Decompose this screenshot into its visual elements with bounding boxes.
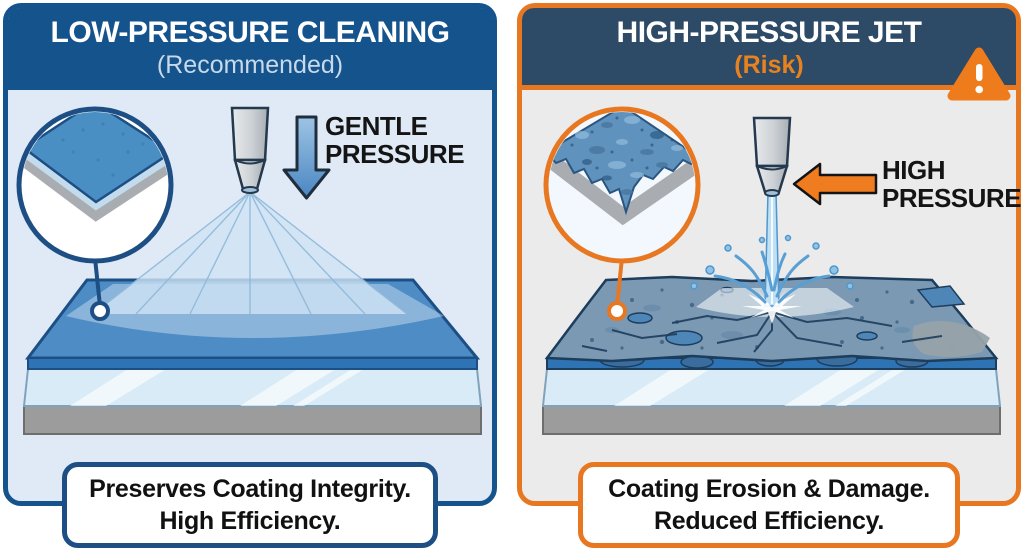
high-pressure-label: HIGH PRESSURE: [882, 155, 1022, 213]
high-pressure-line1: HIGH: [882, 155, 946, 185]
low-pressure-subtitle: (Recommended): [156, 51, 344, 79]
exclamation-triangle-icon: [947, 47, 1011, 101]
high-pressure-panel: HIGH-PRESSURE JET (Risk): [517, 3, 1022, 548]
inset-anchor-dot: [90, 301, 110, 321]
caption-line2: High Efficiency.: [159, 507, 341, 535]
caption-line2: Reduced Efficiency.: [653, 507, 885, 535]
caption-line1: Coating Erosion & Damage.: [608, 475, 930, 503]
gentle-pressure-label: GENTLE PRESSURE: [325, 111, 465, 169]
high-pressure-illustration: [541, 106, 1002, 435]
high-pressure-subtitle: (Risk): [734, 51, 804, 79]
nozzle-icon: [752, 116, 792, 197]
high-pressure-header: HIGH-PRESSURE JET (Risk): [522, 8, 1016, 90]
smooth-coating-magnifier: [16, 106, 174, 321]
high-pressure-caption: Coating Erosion & Damage. Reduced Effici…: [578, 462, 960, 548]
eroded-gray-patch: [912, 320, 990, 358]
cracks: [581, 311, 943, 353]
low-pressure-illustration: [16, 106, 483, 435]
gentle-pressure-line1: GENTLE: [325, 111, 428, 141]
low-pressure-header: LOW-PRESSURE CLEANING (Recommended): [8, 8, 492, 90]
caption-line1: Preserves Coating Integrity.: [89, 475, 411, 503]
low-pressure-title: LOW-PRESSURE CLEANING: [50, 16, 450, 49]
eroded-coating-magnifier: [543, 106, 701, 321]
spray-fan: [92, 191, 408, 315]
nozzle-icon: [230, 106, 270, 194]
splash: [690, 234, 854, 324]
low-pressure-panel: LOW-PRESSURE CLEANING (Recommended): [3, 3, 497, 548]
inset-anchor-dot: [607, 301, 627, 321]
arrow-down-icon: [282, 115, 331, 200]
arrow-left-icon: [792, 162, 878, 206]
high-pressure-line2: PRESSURE: [882, 183, 1022, 213]
gentle-pressure-line2: PRESSURE: [325, 139, 465, 169]
low-pressure-caption: Preserves Coating Integrity. High Effici…: [62, 462, 438, 548]
high-pressure-title: HIGH-PRESSURE JET: [616, 16, 922, 49]
